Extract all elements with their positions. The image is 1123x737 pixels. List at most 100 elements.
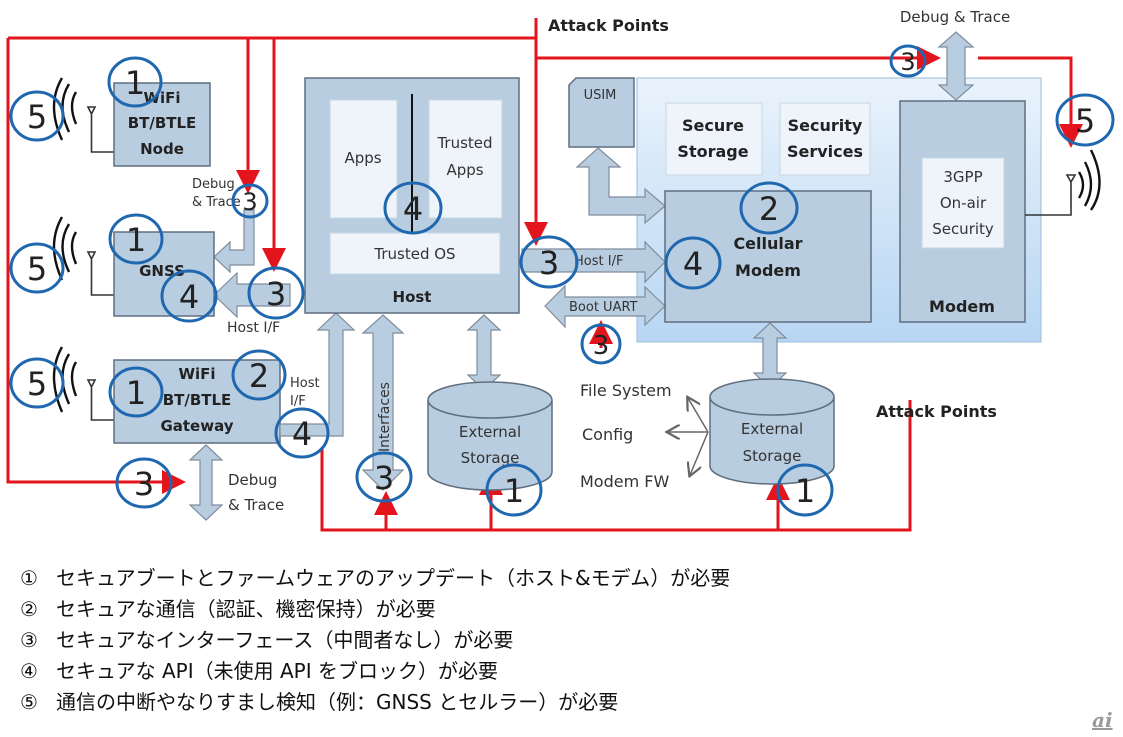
debug-label-bottom-1: Debug [228, 471, 277, 489]
svg-text:1: 1 [126, 221, 146, 259]
ext-storage-modem-label-1: External [741, 420, 803, 438]
debug-trace-top-label: Debug & Trace [900, 8, 1010, 26]
svg-text:5: 5 [27, 250, 47, 288]
legend-text: セキュアブートとファームウェアのアップデート（ホスト&モデム）が必要 [56, 566, 731, 590]
host-if-label-modem: Host I/F [574, 254, 623, 269]
config-label: Config [582, 425, 633, 444]
host-if-arrow-gnss [213, 271, 291, 319]
legend-text: セキュアなインターフェース（中間者なし）が必要 [56, 628, 514, 652]
attack-lines [6, 18, 1083, 532]
ext-storage-modem-label-2: Storage [743, 447, 802, 465]
marker-ext-modem-1: 1 [776, 463, 834, 517]
svg-text:5: 5 [27, 365, 47, 403]
modem-antenna [1025, 149, 1101, 216]
radio-waves-icon [52, 346, 78, 413]
marker-modem-ant-5: 5 [1055, 93, 1115, 147]
marker-modem-if-3: 3 [519, 235, 579, 289]
secure-storage-block [665, 102, 763, 176]
modem-sec-label-1: 3GPP [943, 168, 982, 186]
antenna-icon [86, 106, 114, 153]
logo: ai [1092, 708, 1113, 732]
host-if-label-gnss: Host I/F [227, 320, 280, 336]
marker-gnss-3: 3 [247, 266, 305, 320]
svg-text:1: 1 [504, 472, 524, 510]
trusted-apps-label-1: Trusted [436, 134, 492, 152]
legend-text: セキュアな API（未使用 API をブロック）が必要 [56, 659, 498, 683]
legend-mark: ④ [20, 659, 38, 683]
host-if-label-gw-2: I/F [290, 394, 306, 409]
marker-cell-2: 2 [739, 181, 799, 235]
legend-text: 通信の中断やなりすまし検知（例：GNSS とセルラー）が必要 [56, 690, 619, 714]
marker-gnss-1: 1 [108, 213, 164, 265]
ext-storage-host-label-2: Storage [461, 449, 520, 467]
storage-arrow-host [466, 314, 502, 391]
trusted-os-label: Trusted OS [373, 245, 455, 263]
modem-sec-label-2: On-air [940, 194, 987, 212]
marker-gw-5: 5 [9, 357, 65, 409]
legend-mark: ③ [20, 628, 38, 652]
svg-text:3: 3 [593, 331, 610, 361]
marker-gw-4: 4 [274, 407, 330, 459]
marker-gnss-5: 5 [9, 242, 65, 294]
svg-text:4: 4 [403, 190, 423, 228]
host-block: Apps Trusted Apps Trusted OS Host [304, 77, 520, 314]
usim-block: USIM [568, 77, 635, 148]
secure-storage-label-1: Secure [682, 116, 744, 135]
marker-circles: 1 5 3 1 5 4 3 5 1 2 4 3 4 3 1 3 3 2 4 3 … [9, 44, 1115, 517]
modem-title: Modem [929, 297, 995, 316]
security-services-label-1: Security [788, 116, 863, 135]
antenna-icon [1025, 174, 1077, 216]
antenna-icon [86, 379, 114, 421]
svg-text:3: 3 [266, 275, 286, 313]
debug-label-small-1: Debug [192, 177, 235, 192]
storage-arrow-modem [752, 322, 788, 389]
marker-debug-3: 3 [231, 183, 269, 219]
legend-item: ① セキュアブートとファームウェアのアップデート（ホスト&モデム）が必要 [20, 563, 730, 594]
node-label-3: Node [140, 140, 184, 158]
ext-storage-host-label-1: External [459, 423, 521, 441]
marker-gw-2: 2 [231, 349, 287, 401]
svg-text:4: 4 [292, 415, 312, 453]
svg-text:1: 1 [126, 374, 146, 412]
svg-text:3: 3 [374, 459, 394, 497]
svg-text:3: 3 [242, 188, 257, 216]
debug-arrow-gnss [213, 209, 255, 274]
interfaces-label: Interfaces [377, 382, 393, 452]
trusted-apps-label-2: Apps [446, 161, 483, 179]
svg-text:1: 1 [125, 64, 145, 102]
interfaces-arrow [361, 314, 405, 491]
file-system-label: File System [580, 381, 672, 400]
svg-text:3: 3 [539, 244, 559, 282]
host-if-arrow-modem [521, 240, 666, 284]
marker-top-debug-3: 3 [889, 44, 927, 78]
attack-points-label-top: Attack Points [548, 16, 669, 35]
svg-text:5: 5 [1075, 102, 1095, 140]
gateway-label-1: WiFi [178, 365, 215, 383]
legend-item: ④ セキュアな API（未使用 API をブロック）が必要 [20, 656, 730, 687]
svg-text:5: 5 [27, 98, 47, 136]
svg-text:2: 2 [759, 190, 779, 228]
svg-text:3: 3 [900, 48, 915, 76]
node-label-2: BT/BTLE [128, 114, 197, 132]
debug-label-small-2: & Trace [192, 195, 241, 210]
storage-contents-arrows [668, 398, 709, 475]
marker-host-4: 4 [383, 181, 443, 235]
host-title: Host [393, 288, 432, 306]
svg-text:3: 3 [134, 465, 154, 503]
svg-text:4: 4 [683, 245, 703, 283]
debug-label-bottom-2: & Trace [228, 496, 284, 514]
legend-item: ③ セキュアなインターフェース（中間者なし）が必要 [20, 625, 730, 656]
cellular-modem-block [664, 190, 872, 323]
debug-arrow-bottom [188, 444, 224, 521]
security-services-label-2: Services [787, 142, 863, 161]
marker-cell-4: 4 [664, 236, 722, 290]
legend-mark: ① [20, 566, 38, 590]
cellular-modem-label-1: Cellular [733, 234, 802, 253]
marker-ext-host-1: 1 [485, 463, 543, 517]
security-services-block [779, 102, 871, 176]
antenna-icon [86, 251, 114, 296]
host-if-arrow-gateway [279, 312, 356, 437]
